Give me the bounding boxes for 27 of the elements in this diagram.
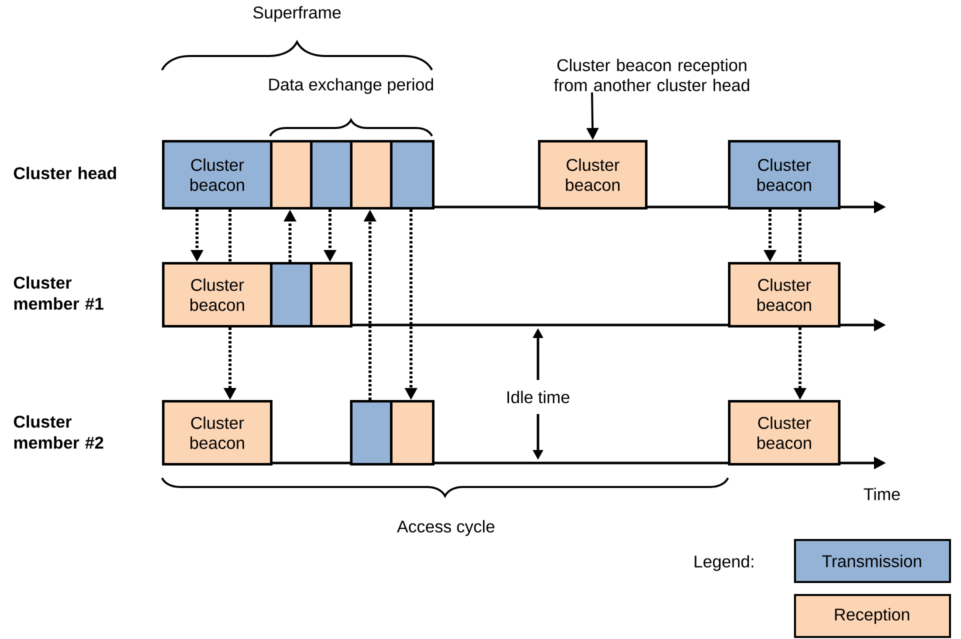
- text-label: Time: [864, 488, 900, 500]
- slot-box: [350, 400, 392, 466]
- row-label: Cluster member #2: [14, 415, 104, 449]
- row-label: Cluster head: [14, 166, 116, 180]
- legend-text: Reception: [835, 608, 910, 624]
- slot-box: [390, 140, 434, 210]
- legend-text: Transmission: [822, 554, 922, 568]
- beacon-box: Cluster beacon: [162, 262, 272, 328]
- text-label: Idle time: [507, 390, 570, 404]
- beacon-box: Cluster beacon: [162, 140, 272, 210]
- slot-box: [350, 140, 392, 210]
- beacon-box: Cluster beacon: [728, 262, 840, 328]
- slot-box: [270, 262, 312, 328]
- slot-box: [390, 400, 434, 466]
- beacon-box: Cluster beacon: [728, 400, 840, 466]
- beacon-box: Cluster beacon: [538, 140, 648, 210]
- row-label: Cluster member #1: [14, 276, 104, 310]
- beacon-box: Cluster beacon: [162, 400, 272, 466]
- text-label: Superframe: [253, 6, 341, 22]
- text-label: Legend:: [694, 555, 754, 571]
- slot-box: [310, 140, 352, 210]
- slot-box: [310, 262, 352, 328]
- annotation-text: Cluster beacon reception from another cluster head: [554, 58, 750, 92]
- text-label: Data exchange period: [269, 78, 434, 94]
- slot-box: [270, 140, 312, 210]
- beacon-box: Cluster beacon: [728, 140, 840, 210]
- text-label: Access cycle: [396, 520, 494, 536]
